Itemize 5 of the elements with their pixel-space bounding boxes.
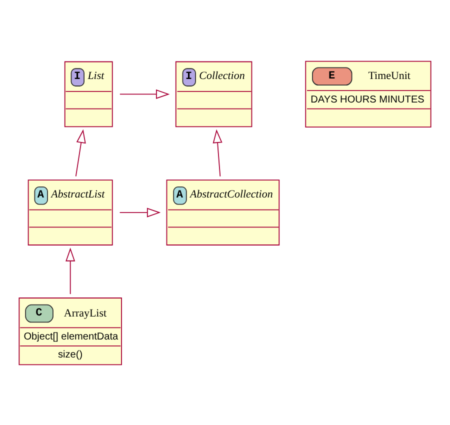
arrow: [212, 128, 222, 176]
arrow: [119, 88, 170, 98]
arrow: [75, 128, 86, 176]
arrow: [66, 247, 76, 294]
arrow: [119, 207, 161, 217]
